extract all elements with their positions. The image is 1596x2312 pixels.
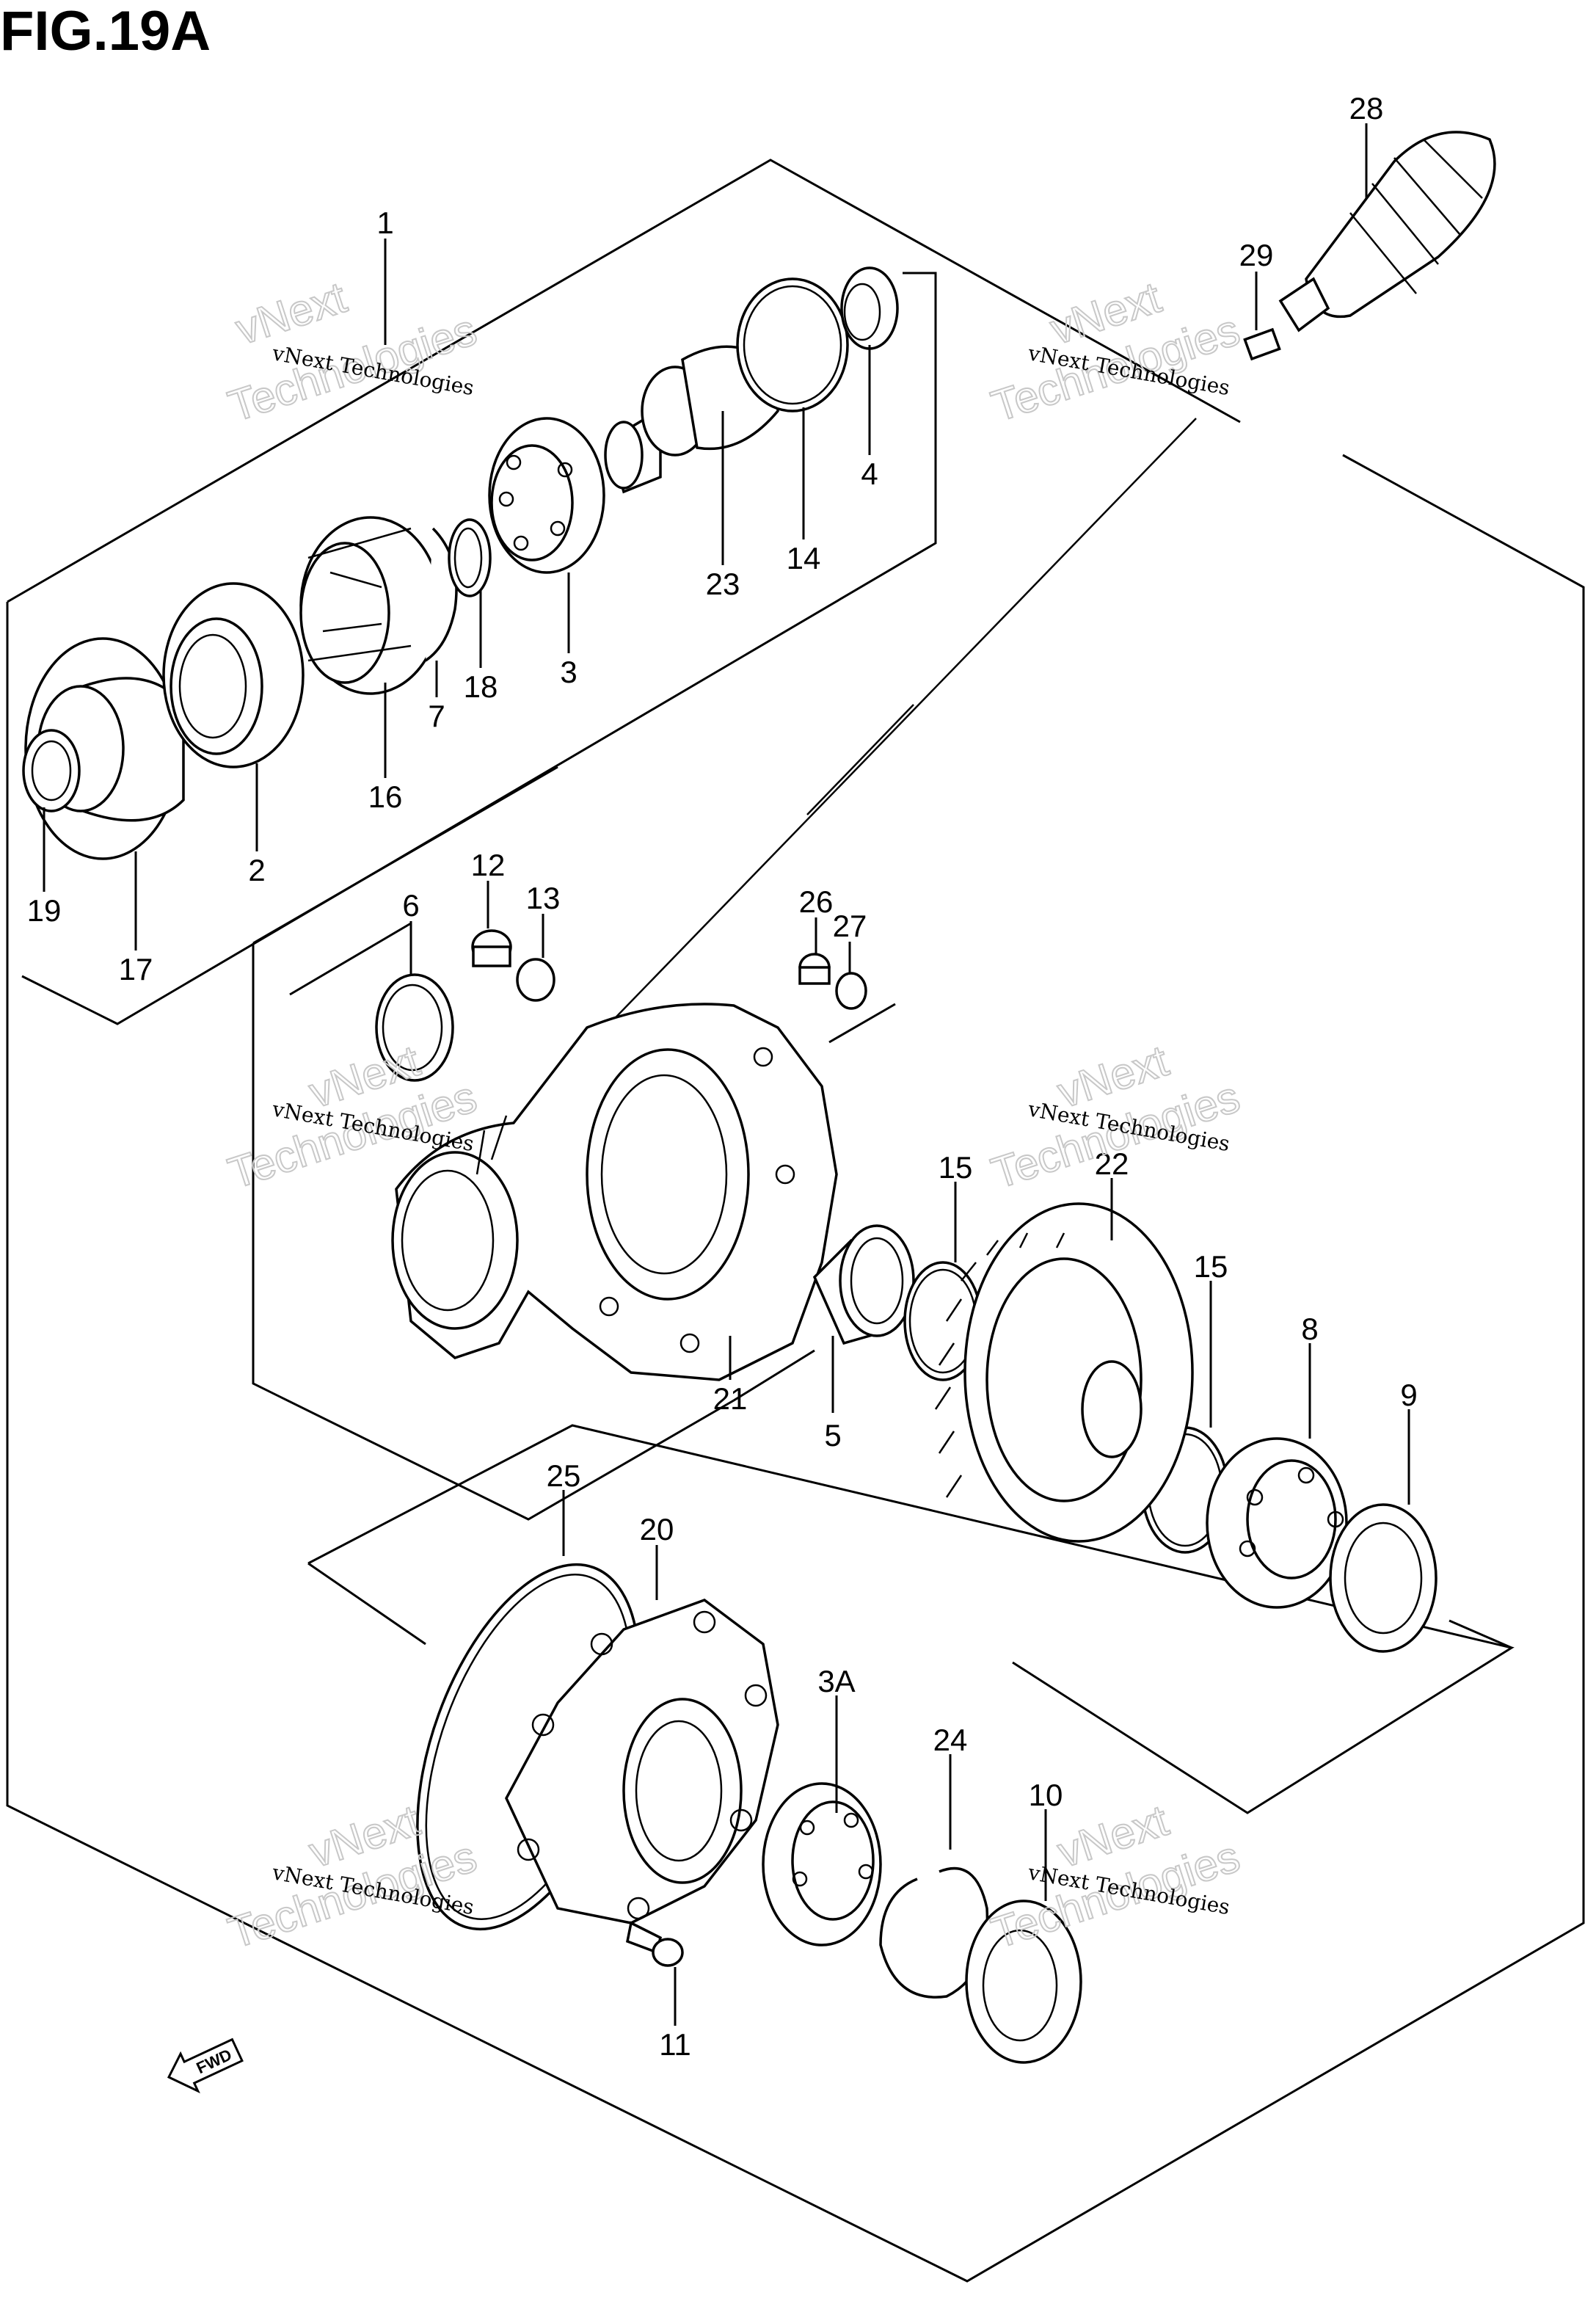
part-21-gear-case [391, 1003, 838, 1381]
part-29-clamp [1243, 327, 1281, 361]
part-22-ring-gear [934, 1202, 1194, 1543]
part-11-bolt [625, 1921, 684, 1967]
callout-22: 22 [1095, 1146, 1129, 1181]
callout-28: 28 [1349, 91, 1384, 126]
part-27-gasket [835, 972, 867, 1010]
callout-20: 20 [640, 1512, 674, 1546]
callout-1: 1 [376, 206, 393, 240]
part-3-bearing [488, 417, 605, 574]
callout-26: 26 [799, 884, 834, 919]
callout-29: 29 [1239, 238, 1274, 272]
callout-24: 24 [933, 1723, 968, 1757]
lower-group-frame [307, 1424, 1515, 1814]
callout-14: 14 [787, 541, 821, 575]
part-16-bearing [299, 516, 442, 695]
fwd-arrow: FWD [167, 2037, 244, 2094]
callout-7: 7 [428, 699, 445, 733]
part-14-o-ring [736, 277, 849, 412]
part-26-plug [798, 953, 831, 985]
part-4-needle-bearing [840, 266, 899, 350]
callout-5: 5 [824, 1418, 841, 1453]
part-3a-bearing [762, 1782, 882, 1946]
callout-19: 19 [27, 893, 62, 928]
watermark-top-left: vNext Technologies vNext Technologies [222, 272, 483, 432]
part-13-gasket [516, 958, 555, 1002]
callout-3: 3 [560, 655, 577, 689]
callout-13: 13 [526, 881, 561, 915]
callout-27: 27 [833, 909, 867, 943]
callout-23: 23 [706, 567, 740, 601]
callout-6: 6 [402, 888, 419, 923]
callout-11: 11 [659, 2027, 691, 2062]
callout-labels: 1 2 3 3A 4 5 6 7 8 9 10 11 12 13 14 15 1… [27, 91, 1418, 2062]
part-2-oil-seal [162, 582, 305, 768]
leader-lines [43, 123, 1410, 2026]
part-28-boot [1278, 131, 1496, 332]
callout-21: 21 [713, 1381, 748, 1416]
upper-group-frame [21, 272, 937, 1025]
callout-4: 4 [861, 457, 878, 491]
callout-3a: 3A [817, 1664, 855, 1698]
callout-18: 18 [464, 669, 498, 704]
callout-9: 9 [1400, 1378, 1417, 1412]
part-10-oil-seal [965, 1900, 1082, 2064]
callout-16: 16 [368, 779, 403, 814]
part-8-bearing [1206, 1437, 1348, 1609]
watermark-top-right: vNext Technologies vNext Technologies [985, 272, 1246, 432]
callout-12: 12 [471, 848, 506, 882]
part-5-needle-bearing [812, 1224, 915, 1345]
guide-lines [506, 418, 1197, 1131]
callout-2: 2 [248, 853, 265, 887]
part-9-oil-seal [1329, 1503, 1438, 1653]
callout-8: 8 [1301, 1312, 1318, 1346]
figure-title: FIG.19A [0, 0, 211, 62]
watermark-word-vnext: vNext [230, 272, 352, 354]
part-19-spline [22, 729, 81, 813]
part-24-circlip [879, 1866, 989, 1999]
callout-25: 25 [547, 1458, 581, 1493]
part-18-o-ring [448, 518, 492, 597]
part-12-plug [471, 929, 512, 967]
arrow-left-icon [167, 2037, 244, 2094]
callout-15b: 15 [1194, 1249, 1228, 1284]
part-6-seal [375, 973, 454, 1082]
callout-17: 17 [119, 952, 153, 986]
outer-frame [6, 159, 1585, 2283]
callout-15a: 15 [939, 1150, 973, 1185]
middle-group-frame [252, 766, 896, 1521]
part-20-bearing-case [505, 1599, 779, 1924]
watermark-bottom-right: vNext Technologies vNext Technologies [985, 1795, 1246, 1958]
callout-10: 10 [1029, 1778, 1063, 1812]
